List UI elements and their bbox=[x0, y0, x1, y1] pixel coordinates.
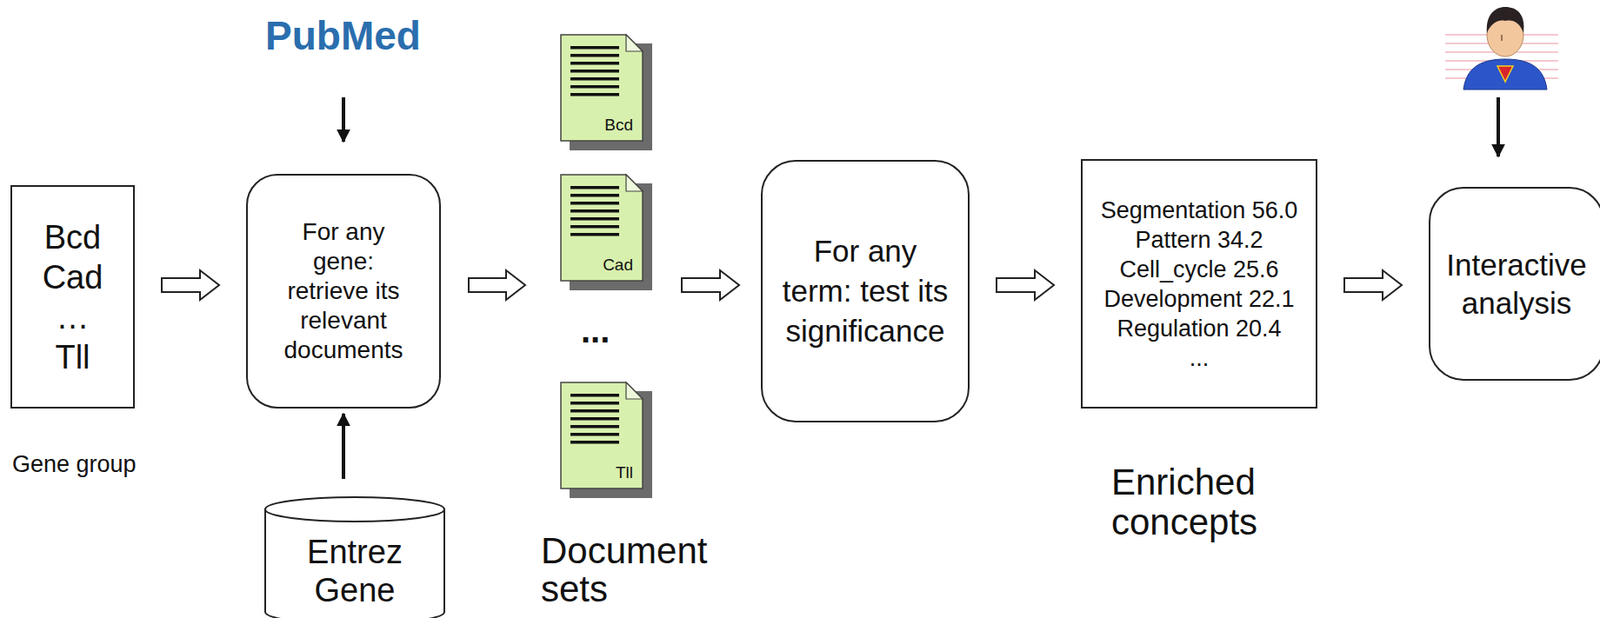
block-arrow bbox=[996, 270, 1054, 300]
document-fold bbox=[626, 174, 643, 192]
node-text: Tll bbox=[54, 337, 90, 378]
node-text: Pattern 34.2 bbox=[1134, 225, 1263, 255]
flow-arrow bbox=[341, 413, 346, 480]
text-line bbox=[570, 440, 620, 445]
text-line bbox=[570, 69, 620, 74]
text-line bbox=[570, 93, 620, 97]
node-text: … bbox=[56, 297, 90, 338]
group-label: Gene group bbox=[12, 450, 137, 479]
text-line bbox=[570, 233, 620, 237]
document-icon: Tll bbox=[560, 381, 653, 499]
text-line bbox=[570, 401, 620, 406]
node-text: Cell_cycle 25.6 bbox=[1119, 254, 1279, 285]
document-icon: Cad bbox=[560, 173, 653, 291]
document-page bbox=[560, 382, 643, 489]
text-line bbox=[570, 46, 620, 50]
result-list-box: Segmentation 56.0Pattern 34.2Cell_cycle … bbox=[1080, 159, 1318, 409]
node-text: Cad bbox=[42, 257, 104, 298]
node-text: Bcd bbox=[44, 217, 101, 258]
text-line bbox=[570, 425, 620, 429]
document-fold bbox=[626, 382, 643, 400]
section-label: Document sets bbox=[540, 532, 741, 609]
node-text: For any gene: retrieve its relevant docu… bbox=[273, 217, 414, 366]
document-page bbox=[560, 34, 643, 141]
text-line bbox=[570, 77, 620, 81]
section-label: Enriched concepts bbox=[1111, 462, 1320, 543]
node-text: For any term: test its significance bbox=[776, 231, 955, 352]
node-text: ... bbox=[1189, 343, 1210, 374]
text-line bbox=[570, 201, 620, 206]
text-line bbox=[570, 61, 620, 66]
block-arrow bbox=[681, 270, 740, 300]
text-line bbox=[570, 186, 620, 190]
node-text: Entrez Gene bbox=[289, 533, 420, 610]
document-page bbox=[560, 174, 643, 281]
text-line bbox=[570, 417, 620, 421]
process-box: For any gene: retrieve its relevant docu… bbox=[246, 173, 441, 409]
process-box: Interactive analysis bbox=[1428, 186, 1600, 381]
text-line bbox=[570, 209, 620, 214]
node-text: Regulation 20.4 bbox=[1116, 313, 1281, 344]
document-fold bbox=[626, 34, 643, 52]
ellipsis: ... bbox=[580, 313, 610, 348]
process-box: For any term: test its significance bbox=[760, 160, 970, 423]
block-arrow bbox=[161, 270, 220, 300]
text-line bbox=[570, 393, 620, 398]
text-line bbox=[570, 409, 620, 414]
text-line bbox=[570, 225, 620, 229]
document-shape bbox=[560, 381, 653, 499]
user-arrow bbox=[1496, 97, 1500, 157]
document-label: Cad bbox=[602, 255, 634, 275]
text-line bbox=[570, 85, 620, 89]
database-cylinder: Entrez Gene bbox=[264, 496, 446, 618]
cylinder-body bbox=[265, 508, 445, 618]
node-text: Segmentation 56.0 bbox=[1100, 195, 1299, 226]
user-icon bbox=[1445, 6, 1559, 90]
document-label: Bcd bbox=[604, 115, 634, 135]
document-icon: Bcd bbox=[560, 33, 653, 151]
text-line bbox=[570, 193, 620, 198]
block-arrow bbox=[1344, 270, 1402, 300]
cylinder-top bbox=[265, 497, 445, 522]
logo-text: PubMed bbox=[265, 13, 421, 59]
text-line bbox=[570, 53, 620, 58]
text-line bbox=[570, 217, 620, 221]
block-arrow bbox=[468, 270, 526, 300]
node-text: Development 22.1 bbox=[1103, 284, 1294, 314]
gene-list-box: BcdCad…Tll bbox=[10, 185, 135, 409]
text-line bbox=[570, 433, 620, 437]
input-arrow bbox=[341, 97, 346, 142]
node-text: Interactive analysis bbox=[1439, 246, 1594, 323]
document-label: Tll bbox=[615, 463, 634, 483]
